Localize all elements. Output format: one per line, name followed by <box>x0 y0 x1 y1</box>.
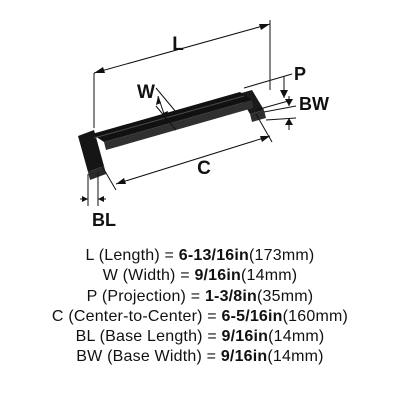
spec-value: 6-13/16in <box>178 247 250 264</box>
spec-desc: BL (Base Length) = <box>75 328 222 346</box>
dimension-diagram: L W P BW C <box>78 20 329 230</box>
spec-metric: (14mm) <box>267 348 324 366</box>
spec-row-width: W (Width) = 9/16in(14mm) <box>0 266 400 286</box>
spec-row-center-to-center: C (Center-to-Center) = 6-5/16in(160mm) <box>0 307 400 327</box>
spec-desc: W (Width) = <box>102 267 195 285</box>
spec-value: 9/16in <box>220 348 268 366</box>
label-w: W <box>137 82 155 103</box>
dimension-w: W <box>137 82 177 131</box>
dimension-c: C <box>95 113 273 191</box>
cabinet-pull-handle <box>78 90 266 180</box>
dimension-bl: BL <box>80 172 116 230</box>
spec-metric: (160mm) <box>282 307 349 325</box>
spec-metric: (35mm) <box>257 287 314 305</box>
spec-metric: (14mm) <box>268 328 325 346</box>
spec-desc: BW (Base Width) = <box>76 348 221 366</box>
spec-row-base-width: BW (Base Width) = 9/16in(14mm) <box>0 347 400 367</box>
label-c: C <box>197 158 211 179</box>
dimension-l: L <box>93 20 271 128</box>
spec-value: 9/16in <box>194 267 241 285</box>
label-p: P <box>294 64 306 84</box>
spec-row-length: L (Length) = 6-13/16in(173mm) <box>0 246 400 266</box>
spec-desc: L (Length) = <box>85 247 179 264</box>
label-bw: BW <box>299 94 329 114</box>
label-bl: BL <box>92 210 116 230</box>
spec-metric: (173mm) <box>249 247 315 264</box>
spec-value: 1-3/8in <box>204 287 258 305</box>
dimension-p: P <box>243 64 306 111</box>
specification-list: L (Length) = 6-13/16in(173mm) W (Width) … <box>0 246 400 368</box>
spec-row-base-length: BL (Base Length) = 9/16in(14mm) <box>0 327 400 347</box>
dimension-bw: BW <box>263 94 329 130</box>
spec-desc: P (Projection) = <box>86 287 205 305</box>
label-l: L <box>172 34 184 55</box>
spec-desc: C (Center-to-Center) = <box>51 307 222 325</box>
spec-metric: (14mm) <box>241 267 298 285</box>
spec-row-projection: P (Projection) = 1-3/8in(35mm) <box>0 287 400 307</box>
spec-value: 6-5/16in <box>221 307 283 325</box>
spec-value: 9/16in <box>221 328 269 346</box>
